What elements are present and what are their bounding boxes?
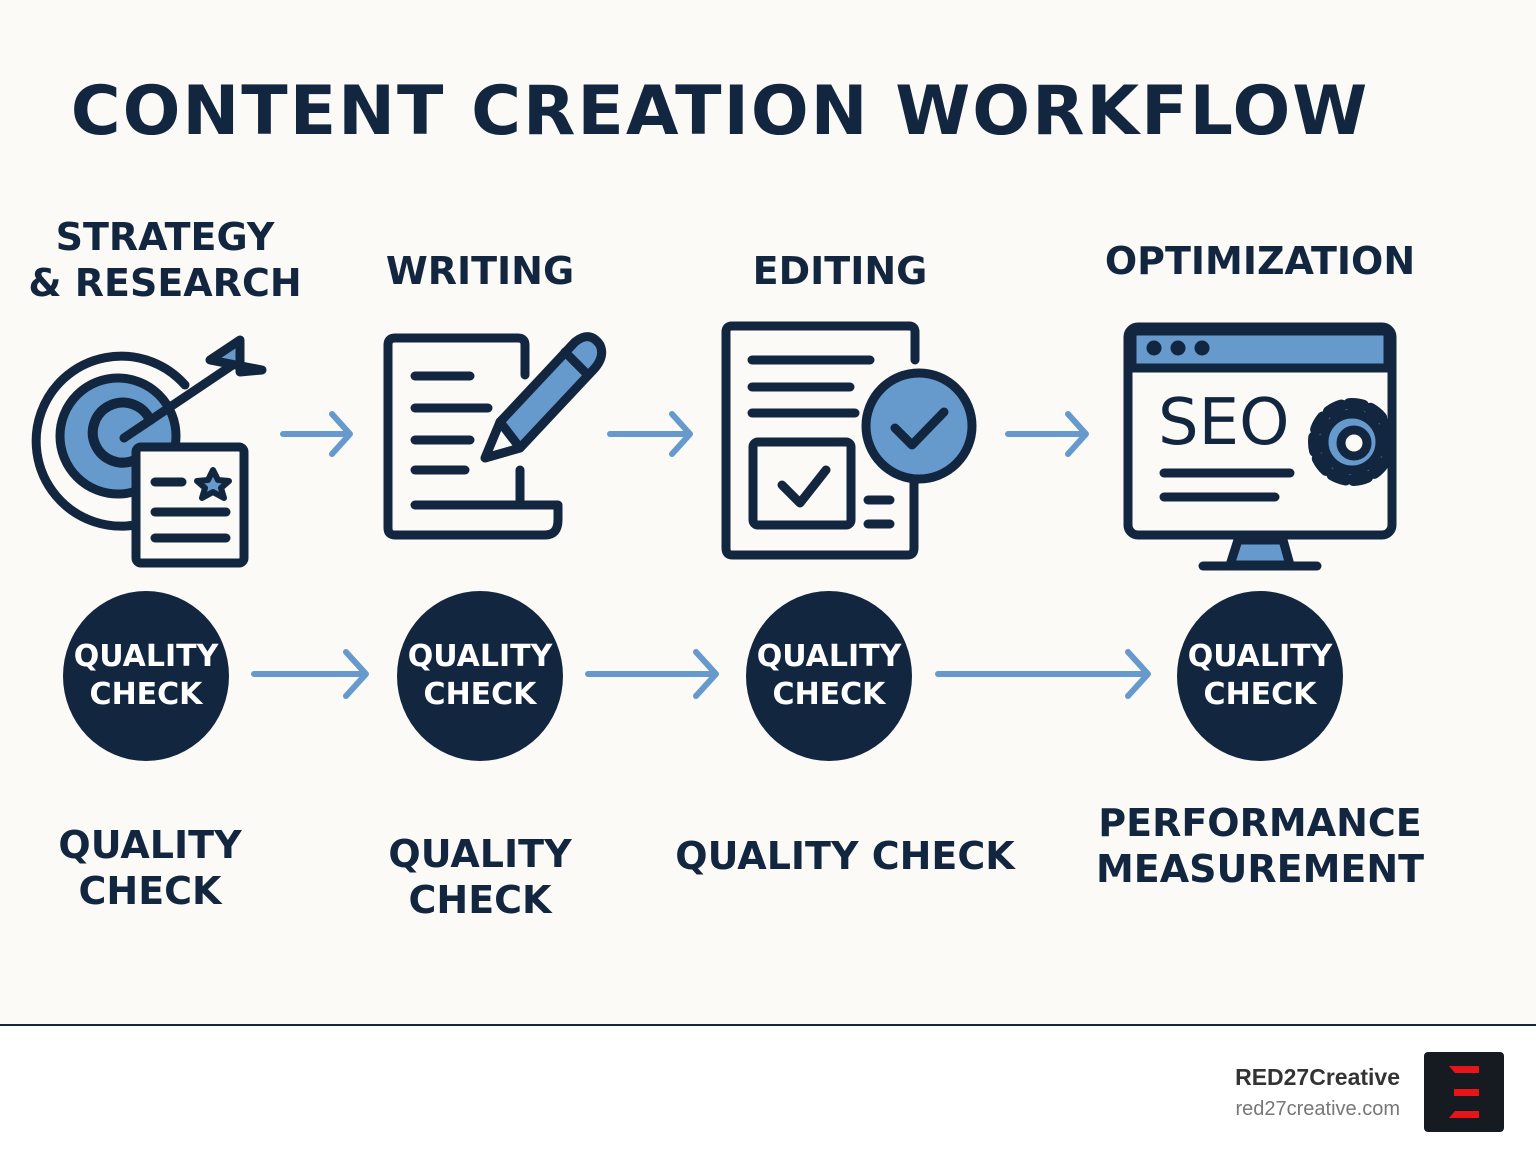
step-title-writing: WRITING [385, 249, 575, 293]
circle-text: QUALITY [407, 639, 553, 674]
circle-text: CHECK [89, 677, 203, 712]
footer [0, 1024, 1536, 1156]
step-title-editing: EDITING [752, 249, 928, 293]
step-title-line: & RESEARCH [28, 261, 302, 305]
brand-logo [1424, 1052, 1504, 1132]
seo-monitor-icon: SEO [1123, 322, 1397, 571]
label-line: QUALITY CHECK [675, 834, 1015, 878]
label-line: QUALITY [388, 832, 572, 876]
brand-name: RED27Creative [1235, 1064, 1400, 1090]
arrow-right-icon [251, 411, 1151, 699]
circle-text: CHECK [1203, 677, 1317, 712]
circle-text: CHECK [772, 677, 886, 712]
seo-text: SEO [1158, 386, 1289, 460]
label-line: MEASUREMENT [1095, 847, 1425, 891]
document-check-icon [721, 321, 977, 560]
logo-mark-icon [1449, 1066, 1479, 1118]
page-title: CONTENT CREATION WORKFLOW [70, 72, 1370, 151]
label-line: CHECK [408, 878, 552, 922]
circle-text: CHECK [423, 677, 537, 712]
label-line: PERFORMANCE [1098, 801, 1422, 845]
label-line: CHECK [78, 869, 222, 913]
document-pencil-icon [383, 332, 607, 540]
circle-text: QUALITY [1187, 639, 1333, 674]
step-title-optimization: OPTIMIZATION [1104, 239, 1416, 283]
circle-text: QUALITY [756, 639, 902, 674]
circle-text: QUALITY [73, 639, 219, 674]
step-title-strategy: STRATEGY & RESEARCH [20, 214, 310, 306]
bottom-label: QUALITY CHECK [660, 833, 1030, 879]
brand-url: red27creative.com [1235, 1098, 1400, 1120]
label-line: QUALITY [58, 823, 242, 867]
step-title-line: STRATEGY [55, 215, 275, 259]
target-icon [31, 335, 267, 568]
